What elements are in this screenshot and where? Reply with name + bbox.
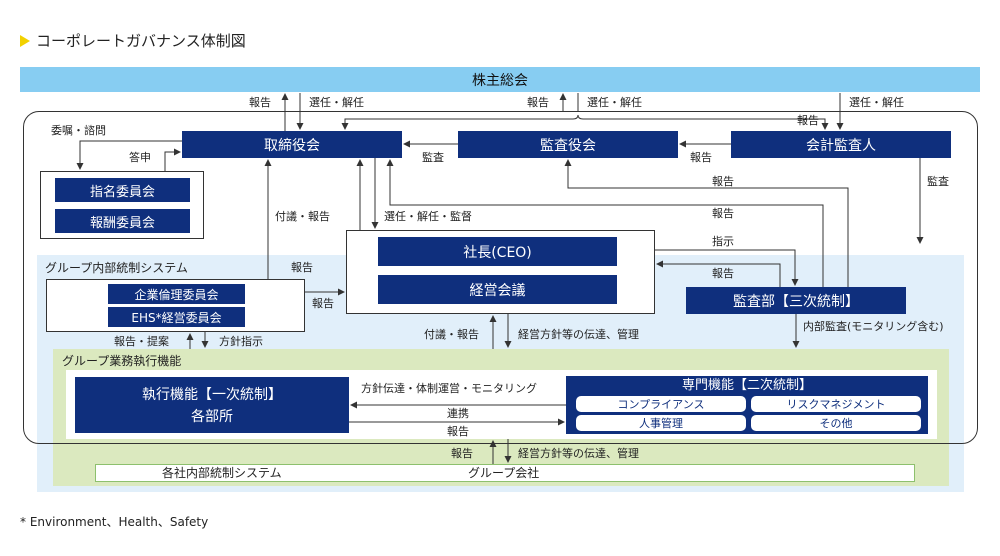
label-audit-board: 監査 xyxy=(422,151,444,164)
label-report-dept-auditboard: 報告 xyxy=(712,175,734,188)
label-reply: 答申 xyxy=(129,151,151,164)
ethics-committee-label: 企業倫理委員会 xyxy=(134,287,219,302)
group-company-label: グループ会社 xyxy=(468,466,540,480)
label-refer-report-board: 付議・報告 xyxy=(275,210,330,223)
execution-function: 執行機能【一次統制】 各部所 xyxy=(75,377,349,433)
audit-board-label: 監査役会 xyxy=(540,137,596,154)
remuneration-committee: 報酬委員会 xyxy=(55,209,190,233)
group-ic-system-label: グループ内部統制システム xyxy=(45,261,188,275)
shareholders-meeting: 株主総会 xyxy=(20,67,980,92)
label-instruct: 指示 xyxy=(712,235,734,248)
label-elect-board: 選任・解任 xyxy=(309,96,364,109)
label-report-dept-board: 報告 xyxy=(712,207,734,220)
ehs-committee: EHS*経営委員会 xyxy=(108,307,245,327)
label-policy-transmit-ceo: 経営方針等の伝達、管理 xyxy=(518,328,639,341)
label-policy-transmit-group: 経営方針等の伝達、管理 xyxy=(518,447,639,460)
shareholders-meeting-label: 株主総会 xyxy=(472,72,528,89)
page-title-text: コーポレートガバナンス体制図 xyxy=(36,32,246,50)
label-elect-supervise: 選任・解任・監督 xyxy=(384,210,472,223)
company-boundary xyxy=(23,111,978,444)
page-title: コーポレートガバナンス体制図 xyxy=(20,30,246,51)
label-report-group: 報告 xyxy=(451,447,473,460)
label-policy-ops-monitor: 方針伝達・体制運営・モニタリング xyxy=(361,382,537,395)
label-report-ethics-board: 報告 xyxy=(291,261,313,274)
label-cooperate: 連携 xyxy=(447,407,469,420)
president-label: 社長(CEO) xyxy=(463,244,532,261)
risk-management-item: リスクマネジメント xyxy=(751,396,921,412)
triangle-icon xyxy=(20,34,30,47)
label-refer-report-ceo: 付議・報告 xyxy=(424,328,479,341)
other-item: その他 xyxy=(751,415,921,431)
remuneration-committee-label: 報酬委員会 xyxy=(89,215,155,231)
audit-department-label: 監査部【三次統制】 xyxy=(733,293,859,310)
label-consult: 委嘱・諮問 xyxy=(51,124,106,137)
group-company-ic-label: 各社内部統制システム xyxy=(162,466,282,480)
departments-label: 各部所 xyxy=(191,409,233,425)
label-report-ethics-ceo: 報告 xyxy=(312,297,334,310)
management-meeting: 経営会議 xyxy=(378,275,617,304)
label-report-dept-ceo: 報告 xyxy=(712,267,734,280)
accounting-auditor: 会計監査人 xyxy=(731,131,951,158)
audit-board: 監査役会 xyxy=(458,131,678,158)
management-meeting-label: 経営会議 xyxy=(469,282,526,299)
label-report-shareholders-audit: 報告 xyxy=(527,96,549,109)
ehs-committee-label: EHS*経営委員会 xyxy=(131,310,222,325)
specialist-function-label: 専門機能【二次統制】 xyxy=(681,378,812,393)
president-ceo: 社長(CEO) xyxy=(378,237,617,266)
hr-management-item: 人事管理 xyxy=(576,415,746,431)
ethics-committee: 企業倫理委員会 xyxy=(108,284,245,304)
accounting-auditor-label: 会計監査人 xyxy=(806,137,876,154)
label-report-shareholders-board: 報告 xyxy=(249,96,271,109)
label-report-auditor-top: 報告 xyxy=(797,114,819,127)
label-policy-instruct: 方針指示 xyxy=(219,335,263,348)
label-audit-right: 監査 xyxy=(927,175,949,188)
nomination-committee: 指名委員会 xyxy=(55,178,190,202)
group-exec-function-label: グループ業務執行機能 xyxy=(62,354,182,368)
label-elect-audit: 選任・解任 xyxy=(587,96,642,109)
board-label: 取締役会 xyxy=(264,137,320,154)
label-report-auditor-audit: 報告 xyxy=(690,151,712,164)
compliance-item: コンプライアンス xyxy=(576,396,746,412)
label-report-specialist: 報告 xyxy=(447,425,469,438)
footnote: * Environment、Health、Safety xyxy=(20,515,209,529)
audit-department: 監査部【三次統制】 xyxy=(686,287,906,314)
nomination-committee-label: 指名委員会 xyxy=(89,184,155,200)
execution-function-label: 執行機能【一次統制】 xyxy=(142,387,282,403)
board-of-directors: 取締役会 xyxy=(182,131,402,158)
group-companies-bar xyxy=(95,464,915,482)
label-internal-audit: 内部監査(モニタリング含む) xyxy=(803,320,944,333)
label-report-propose: 報告・提案 xyxy=(114,335,169,348)
label-elect-auditor: 選任・解任 xyxy=(849,96,904,109)
